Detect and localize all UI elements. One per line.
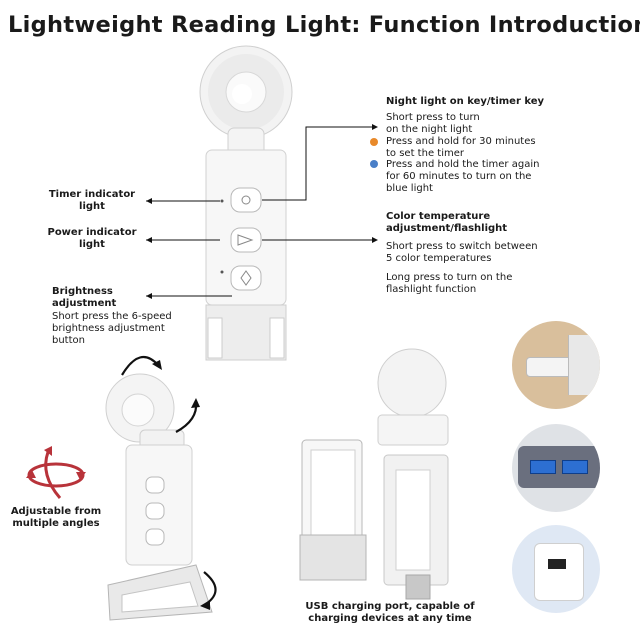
night-light-30min-line2: to set the timer — [386, 148, 464, 159]
power-indicator-label-line1: Power indicator — [47, 227, 137, 238]
usb-port-icon — [548, 559, 566, 569]
color-temp-long-press-line2: flashlight function — [386, 284, 477, 295]
usb-label-line1: USB charging port, capable of — [305, 601, 475, 612]
night-light-60min-line1: Press and hold the timer again — [386, 159, 540, 170]
night-light-short-press-line1: Short press to turn — [386, 112, 480, 123]
photo-powerbank — [512, 424, 600, 512]
photo-usb-adapter — [512, 525, 600, 613]
color-temp-short-press: Short press to switch between 5 color te… — [386, 241, 538, 265]
timer-indicator-label-line2: light — [79, 201, 105, 212]
angles-label-line2: multiple angles — [12, 518, 100, 529]
angles-label: Adjustable from multiple angles — [0, 506, 112, 530]
blue-dot-icon — [370, 160, 378, 168]
brightness-icon — [230, 265, 262, 291]
brightness-description-line1: Short press the 6-speed — [52, 311, 172, 322]
sun-icon — [230, 187, 262, 213]
color-temp-long-press: Long press to turn on the flashlight fun… — [386, 272, 512, 296]
power-indicator-label: Power indicator light — [44, 227, 140, 251]
night-light-title: Night light on key/timer key — [386, 96, 545, 107]
usb-label-line2: charging devices at any time — [308, 613, 472, 624]
night-light-60min: Press and hold the timer again for 60 mi… — [386, 159, 539, 195]
angles-label-line1: Adjustable from — [10, 506, 102, 517]
brightness-label-line1: Brightness — [52, 286, 113, 297]
color-temp-title: Color temperature adjustment/flashlight — [386, 211, 507, 235]
page-title: Lightweight Reading Light: Function Intr… — [8, 12, 640, 38]
color-temp-long-press-line1: Long press to turn on the — [386, 272, 513, 283]
brightness-label-line2: adjustment — [52, 298, 117, 309]
rotate-arrows-icon — [26, 446, 86, 499]
night-light-30min: Press and hold for 30 minutes to set the… — [386, 136, 536, 160]
night-light-short-press-line2: on the night light — [386, 124, 473, 135]
color-temp-short-press-line2: 5 color temperatures — [386, 253, 492, 264]
timer-indicator-label-line1: Timer indicator — [48, 189, 136, 200]
color-temp-short-press-line1: Short press to switch between — [386, 241, 538, 252]
color-temp-title-line1: Color temperature — [386, 211, 491, 222]
orange-dot-icon — [370, 138, 378, 146]
brightness-description-line3: button — [52, 335, 85, 346]
timer-indicator-label: Timer indicator light — [44, 189, 140, 213]
power-indicator-label-line2: light — [79, 239, 105, 250]
photo-desk — [512, 321, 600, 409]
brightness-description-line2: brightness adjustment — [52, 323, 165, 334]
usb-label: USB charging port, capable of charging d… — [292, 601, 488, 625]
night-light-60min-line2: for 60 minutes to turn on the — [386, 171, 532, 182]
brightness-label: Brightness adjustment — [52, 286, 116, 310]
night-light-60min-line3: blue light — [386, 183, 433, 194]
brightness-description: Short press the 6-speed brightness adjus… — [52, 311, 172, 347]
night-light-30min-line1: Press and hold for 30 minutes — [386, 136, 536, 147]
flashlight-icon — [230, 227, 262, 253]
night-light-short-press: Short press to turn on the night light — [386, 112, 480, 136]
color-temp-title-line2: adjustment/flashlight — [386, 223, 508, 234]
